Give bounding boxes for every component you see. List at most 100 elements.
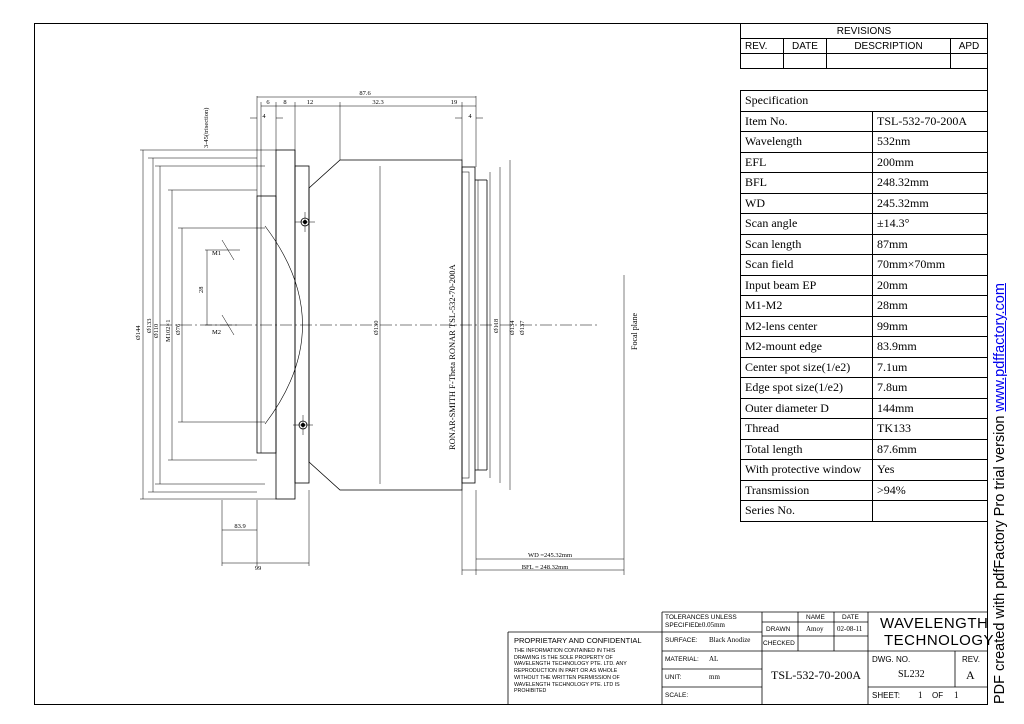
drawing-sheet — [34, 23, 988, 705]
of-label: OF — [932, 691, 944, 700]
spec-value: 70mm×70mm — [872, 254, 988, 276]
spec-row: Item No.TSL-532-70-200A — [740, 110, 988, 132]
dim-total-length: 87.6 — [359, 90, 371, 97]
right-dimensions — [379, 160, 625, 575]
spec-label: BFL — [740, 172, 873, 194]
dim-wd: WD =245.32mm — [528, 552, 572, 559]
sheet-total: 1 — [954, 690, 959, 700]
rev-empty-row — [740, 53, 988, 69]
label-m2: M2 — [212, 329, 221, 336]
spec-label: With protective window — [740, 459, 873, 481]
watermark-link[interactable]: www.pdffactory.com — [992, 283, 1008, 412]
spec-value: 200mm — [872, 151, 988, 173]
spec-value: ±14.3° — [872, 213, 988, 235]
spec-label: WD — [740, 192, 873, 214]
watermark-text: PDF created with pdfFactory Pro trial ve… — [992, 411, 1008, 705]
spec-value: Yes — [872, 459, 988, 481]
spec-label: M1-M2 — [740, 295, 873, 317]
proprietary-line: WAVELENGTH TECHNOLOGY PTE. LTD IS — [514, 681, 620, 688]
spec-label: Transmission — [740, 479, 873, 501]
spec-value: >94% — [872, 479, 988, 501]
dim-dia-144: Ø144 — [135, 325, 142, 340]
name-header: NAME — [806, 614, 825, 621]
spec-label: M2-lens center — [740, 315, 873, 337]
rev-header-apd: APD — [950, 38, 988, 54]
spec-value: 20mm — [872, 274, 988, 296]
proprietary-line: WAVELENGTH TECHNOLOGY PTE. LTD. ANY — [514, 661, 627, 668]
date-header: DATE — [842, 614, 859, 621]
tolerances-label: TOLERANCES UNLESS — [665, 614, 737, 621]
spec-value: 144mm — [872, 397, 988, 419]
spec-value: 245.32mm — [872, 192, 988, 214]
dim-dia-76: Ø76 — [175, 323, 182, 335]
drawn-label: DRAWN — [766, 626, 791, 633]
spec-value: TSL-532-70-200A — [872, 110, 988, 132]
spec-value: 83.9mm — [872, 336, 988, 358]
specified-label: SPECIFIED: — [665, 622, 702, 629]
label-m1: M1 — [212, 250, 221, 257]
spec-label: M2-mount edge — [740, 336, 873, 358]
focal-plane-label: Focal plane — [630, 312, 639, 350]
rev-label: REV. — [962, 655, 980, 664]
spec-row: Series No. — [740, 500, 988, 522]
dim-dia-118: Ø118 — [493, 319, 500, 333]
company-name-line1: WAVELENGTH — [880, 615, 989, 632]
pdf-watermark: PDF created with pdfFactory Pro trial ve… — [992, 283, 1008, 704]
dim-83-9: 83.9 — [234, 523, 245, 530]
dwg-no-value: SL232 — [898, 669, 925, 680]
proprietary-line: REPRODUCTION IN PART OR AS WHOLE — [514, 668, 618, 675]
dim-dia-133: Ø133 — [146, 319, 153, 333]
dim-4b: 4 — [468, 113, 472, 120]
dim-8: 8 — [283, 99, 286, 106]
spec-label: Outer diameter D — [740, 397, 873, 419]
spec-label: Edge spot size(1/e2) — [740, 377, 873, 399]
dwg-no-label: DWG. NO. — [872, 655, 911, 664]
left-dimensions — [140, 149, 310, 566]
dim-28: 28 — [198, 287, 205, 294]
spec-label: Scan angle — [740, 213, 873, 235]
flange-shoulder — [294, 165, 310, 484]
dim-4a: 4 — [262, 113, 266, 120]
protective-window — [461, 171, 470, 479]
unit-value: mm — [709, 673, 720, 681]
specified-value: ±0.05mm — [698, 621, 725, 629]
spec-label: Item No. — [740, 110, 873, 132]
dim-m102: M102×1 — [165, 320, 172, 342]
dim-dia-134: Ø134 — [509, 320, 516, 335]
surface-value: Black Anodize — [709, 636, 751, 644]
lens-label: RONAR-SMITH F-Theta RONAR TSL-532-70-200… — [447, 263, 457, 450]
sheet-value: 1 — [918, 690, 923, 700]
proprietary-line: WITHOUT THE WRITTEN PERMISSION OF — [514, 674, 620, 681]
dim-19: 19 — [451, 99, 458, 106]
material-label: MATERIAL: — [665, 656, 699, 663]
spec-row: Edge spot size(1/e2)7.8um — [740, 377, 988, 399]
rev-header-date: DATE — [783, 38, 827, 54]
rev-header-description: DESCRIPTION — [826, 38, 951, 54]
dim-99: 99 — [255, 565, 262, 572]
dim-trisection: 3-45(trisection) — [203, 108, 210, 148]
drawn-name: Amoy — [806, 625, 824, 633]
spec-row: Scan angle±14.3° — [740, 213, 988, 235]
spec-label: Thread — [740, 418, 873, 440]
proprietary-line: THE INFORMATION CONTAINED IN THIS — [514, 648, 616, 654]
spec-label: Total length — [740, 438, 873, 460]
spec-value: 7.8um — [872, 377, 988, 399]
spec-value: TK133 — [872, 418, 988, 440]
dim-32: 32.3 — [372, 99, 383, 106]
unit-label: UNIT: — [665, 674, 682, 681]
dim-dia-137: Ø137 — [519, 320, 526, 335]
spec-value: 87.6mm — [872, 438, 988, 460]
spec-label: Scan length — [740, 233, 873, 255]
rev-value: A — [966, 668, 975, 682]
